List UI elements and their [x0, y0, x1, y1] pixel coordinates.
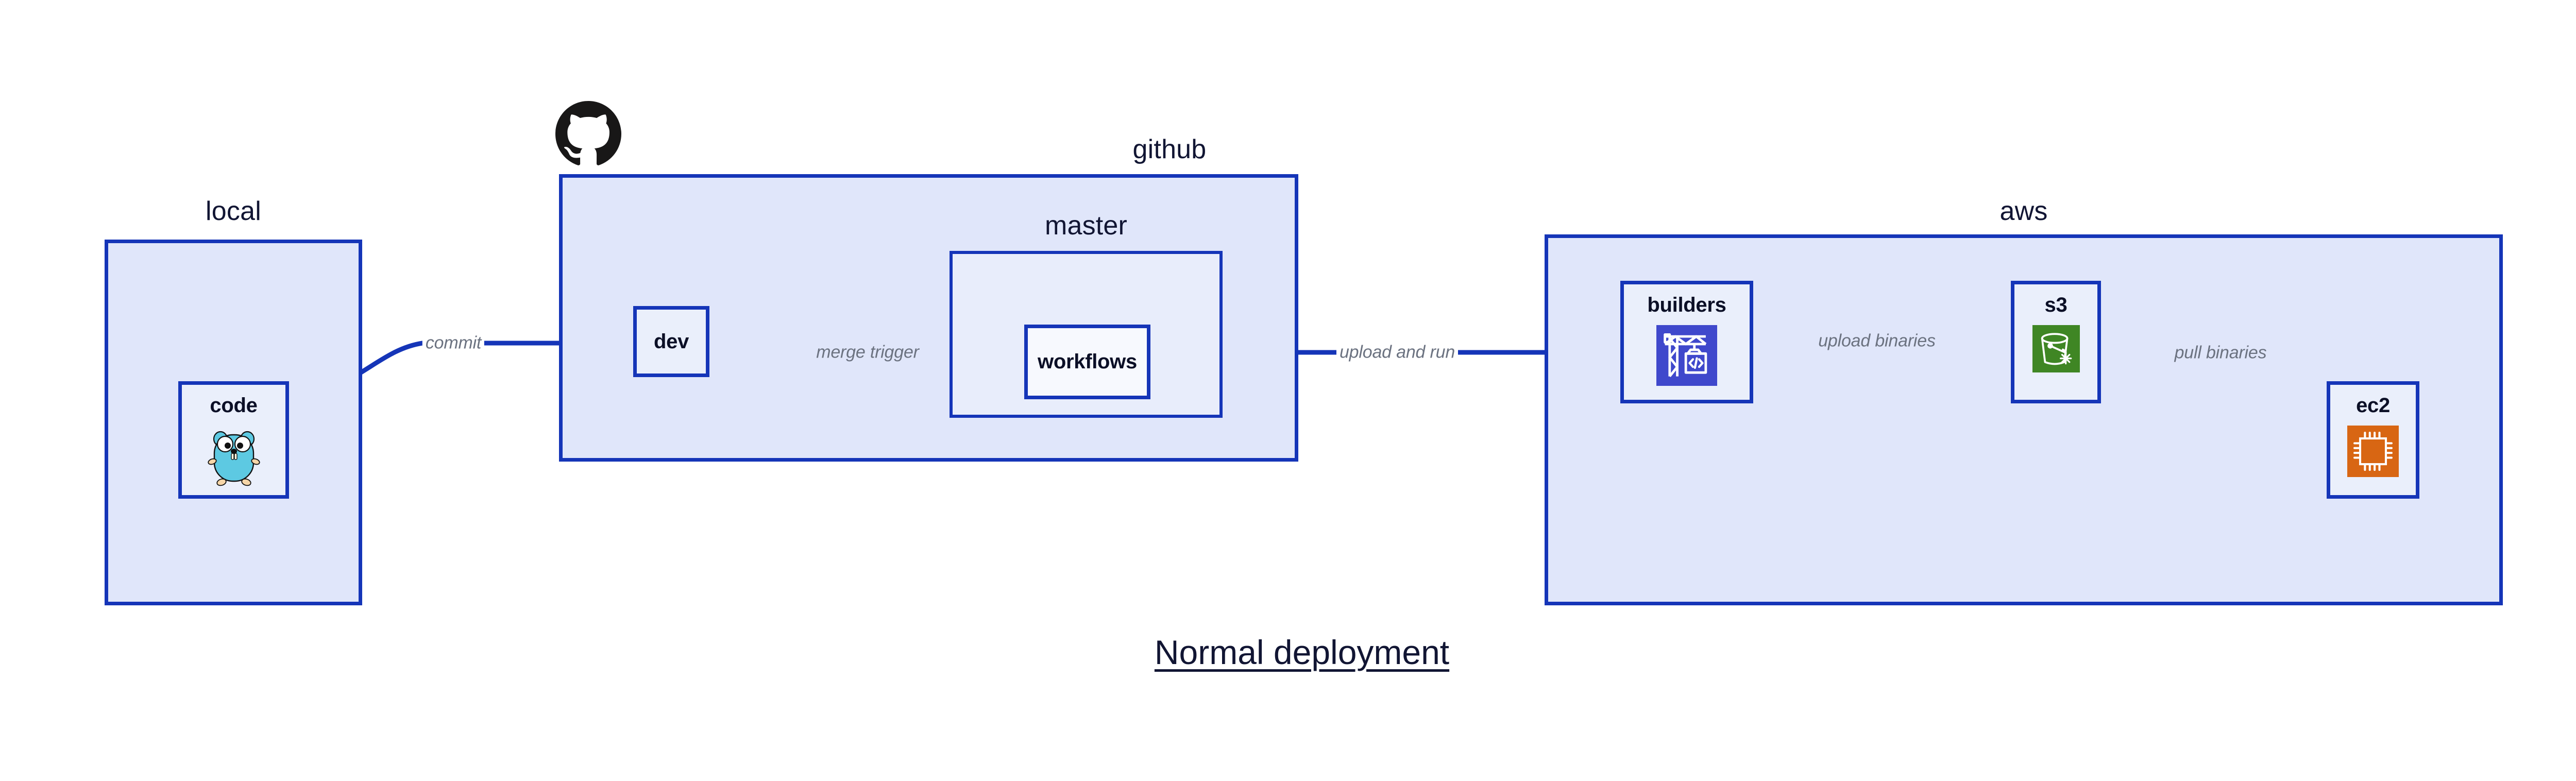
- go-gopher-icon: [206, 426, 262, 487]
- node-code[interactable]: code: [178, 381, 289, 499]
- node-dev-label: dev: [653, 330, 689, 353]
- edge-label-merge-trigger: merge trigger: [813, 342, 922, 363]
- node-workflows-label: workflows: [1038, 350, 1137, 373]
- node-ec2-label: ec2: [2356, 394, 2390, 417]
- node-s3-label: s3: [2044, 294, 2067, 316]
- edge-label-upload-and-run: upload and run: [1336, 342, 1459, 363]
- node-dev[interactable]: dev: [633, 306, 709, 377]
- node-s3[interactable]: s3: [2011, 281, 2101, 403]
- group-aws-label: aws: [1999, 196, 2048, 226]
- node-builders[interactable]: builders: [1620, 281, 1753, 403]
- node-ec2[interactable]: ec2: [2327, 381, 2419, 499]
- node-code-label: code: [210, 394, 258, 417]
- github-octocat-icon: [555, 101, 621, 165]
- node-builders-label: builders: [1647, 294, 1726, 316]
- s3-bucket-icon: [2032, 325, 2080, 372]
- group-github-label: github: [1132, 134, 1207, 164]
- cpu-chip-icon: [2347, 426, 2399, 477]
- node-workflows[interactable]: workflows: [1024, 325, 1150, 399]
- edge-label-upload-binaries: upload binaries: [1815, 331, 1939, 351]
- crane-code-icon: [1656, 325, 1717, 386]
- diagram-title: Normal deployment: [1154, 633, 1450, 671]
- group-local-label: local: [206, 196, 261, 226]
- group-master-label: master: [1044, 211, 1128, 241]
- edge-label-pull-binaries: pull binaries: [2171, 343, 2270, 363]
- edge-label-commit: commit: [422, 333, 485, 353]
